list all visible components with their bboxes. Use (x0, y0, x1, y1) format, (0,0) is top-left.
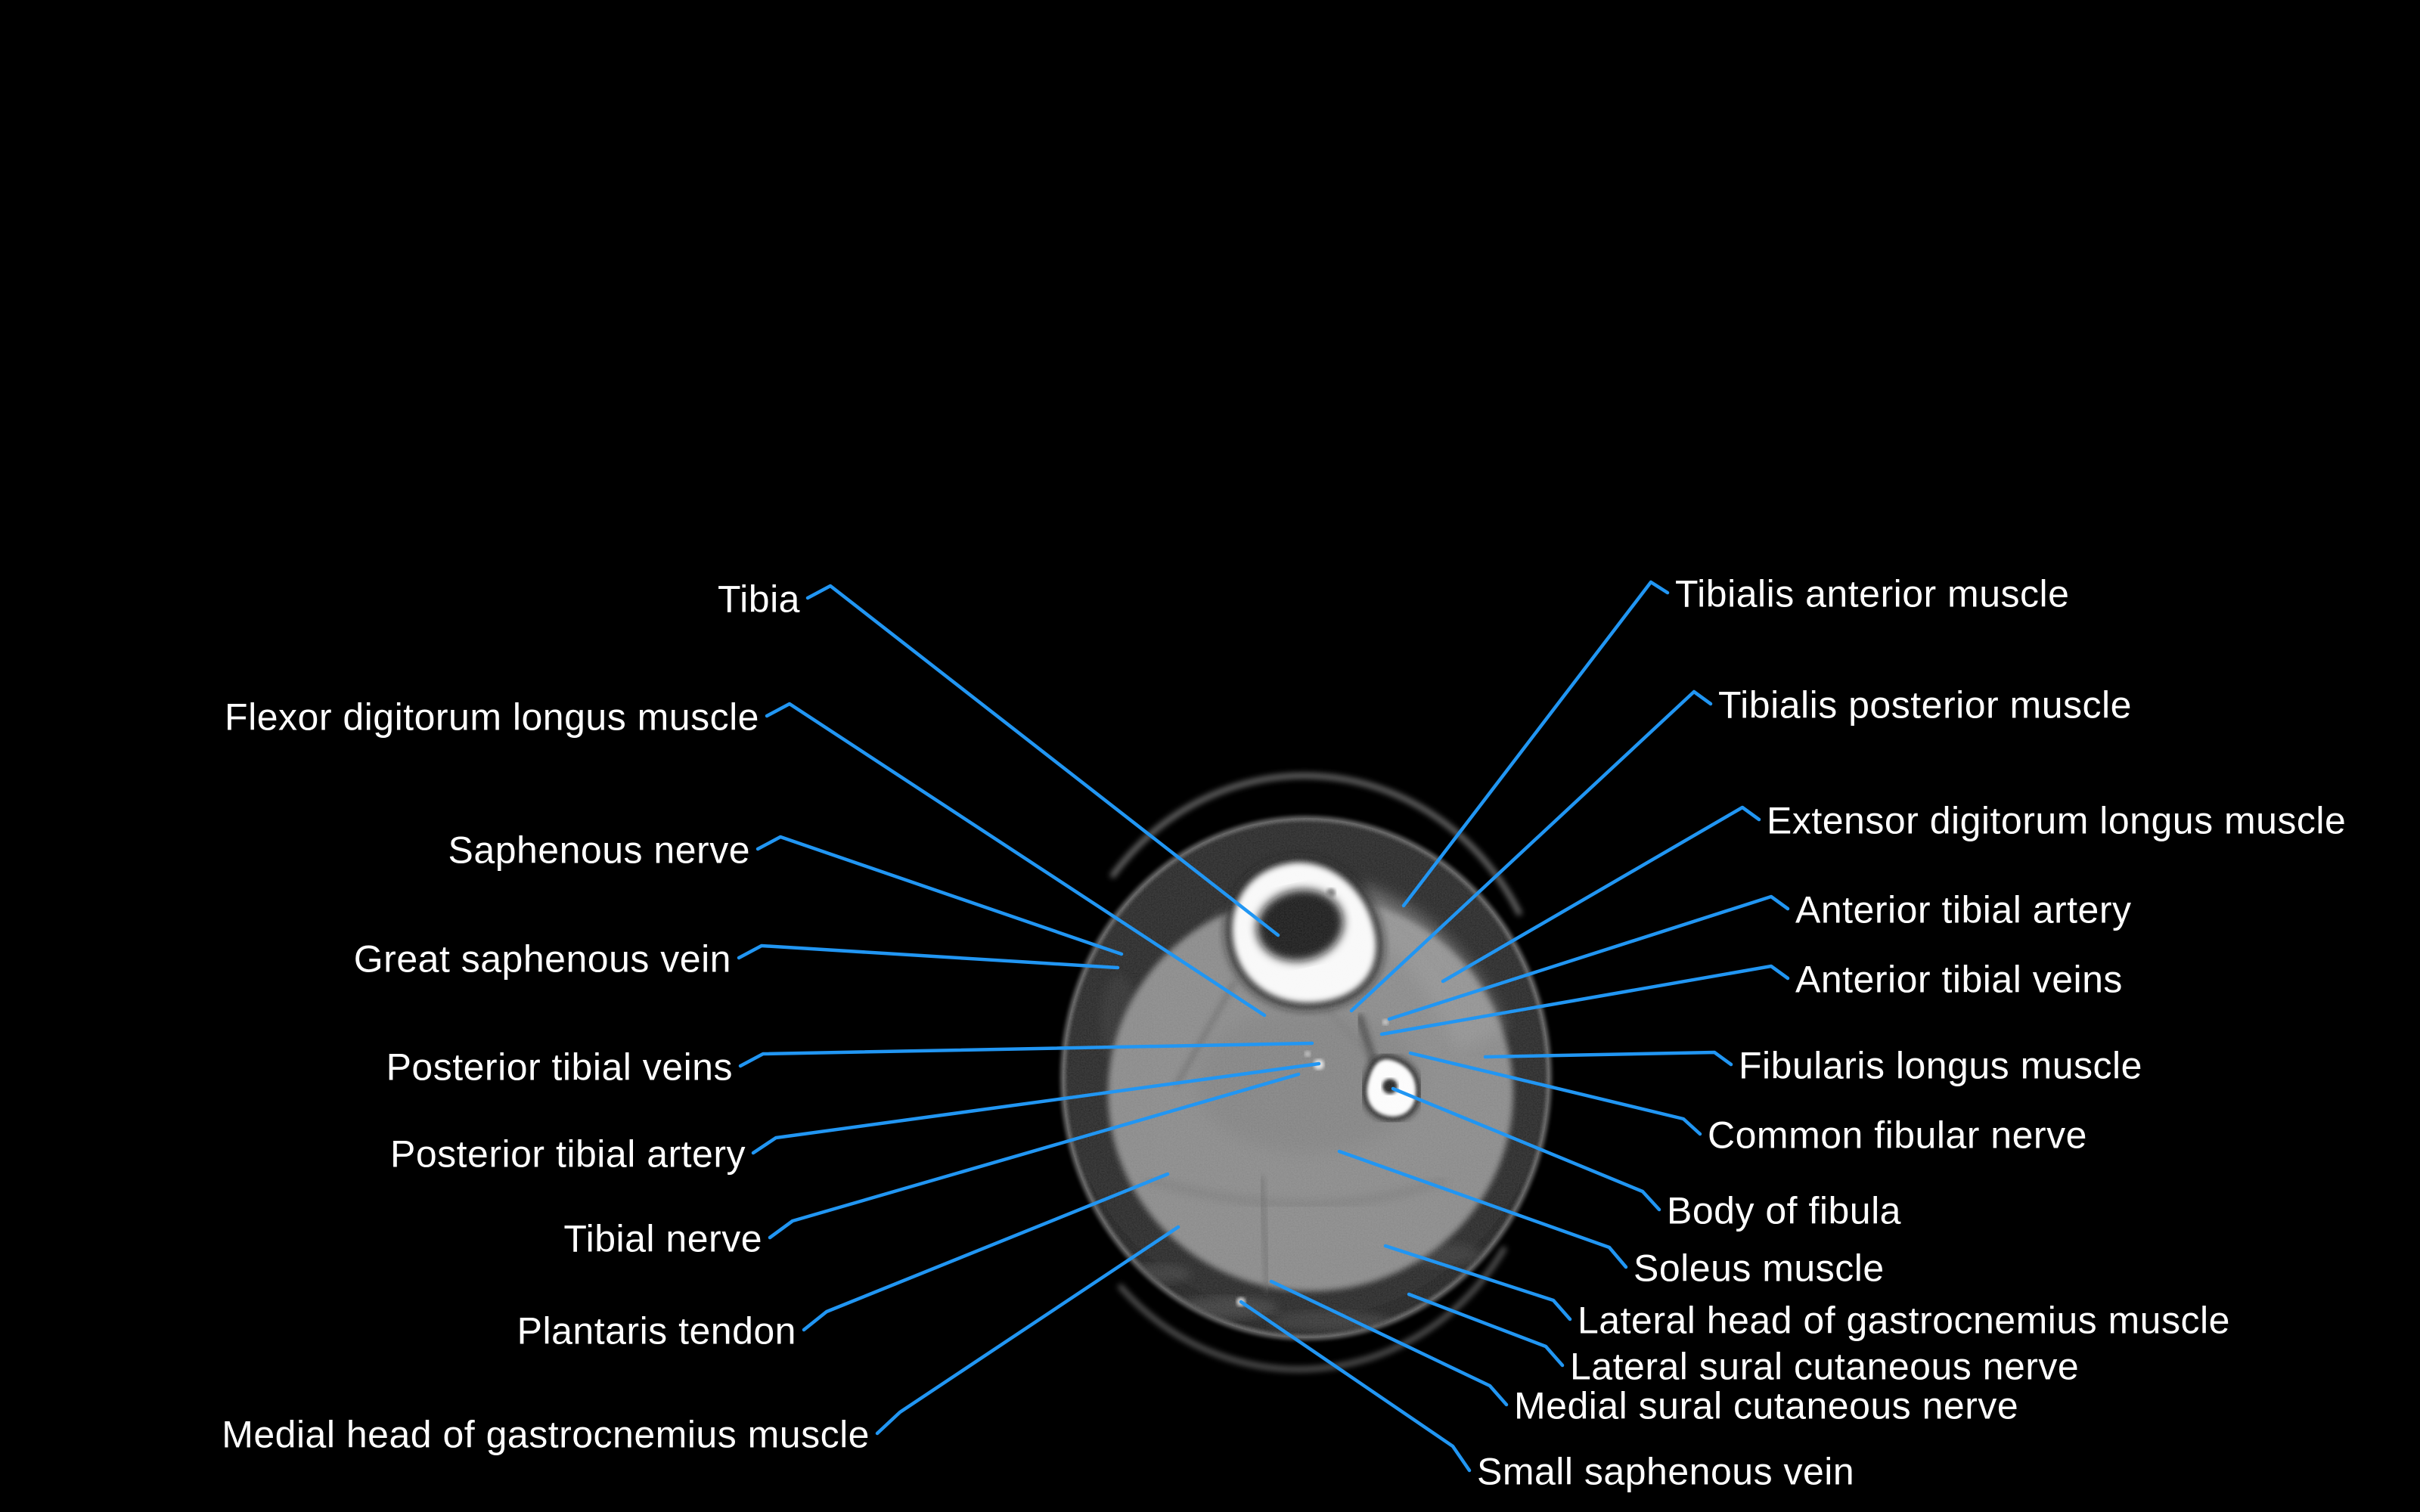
label-lateral-head-of-gastrocnemius-muscle: Lateral head of gastrocnemius muscle (1578, 1299, 2230, 1342)
label-anterior-tibial-artery: Anterior tibial artery (1795, 888, 2132, 931)
leader-line-common-fibular-nerve (1408, 1051, 1702, 1136)
leader-line-anterior-tibial-veins (1379, 964, 1790, 1036)
leader-line-tibialis-posterior-muscle (1349, 689, 1713, 1013)
leader-line-lateral-head-of-gastrocnemius-muscle (1383, 1244, 1572, 1321)
leader-line-fibularis-longus-muscle (1483, 1050, 1733, 1067)
leader-line-posterior-tibial-artery (751, 1061, 1321, 1155)
leader-line-body-of-fibula (1391, 1086, 1661, 1212)
leader-line-great-saphenous-vein (737, 943, 1120, 970)
leader-line-saphenous-nerve (755, 835, 1124, 956)
leader-line-plantaris-tendon (802, 1172, 1170, 1332)
label-small-saphenous-vein: Small saphenous vein (1477, 1450, 1855, 1493)
label-anterior-tibial-veins: Anterior tibial veins (1795, 958, 2123, 1001)
label-saphenous-nerve: Saphenous nerve (448, 829, 750, 872)
label-tibialis-posterior-muscle: Tibialis posterior muscle (1718, 683, 2132, 727)
leader-line-soleus-muscle (1337, 1149, 1628, 1269)
leader-line-flexor-digitorum-longus-muscle (765, 702, 1267, 1018)
label-tibia: Tibia (717, 578, 800, 621)
leader-line-lateral-sural-cutaneous-nerve (1407, 1292, 1565, 1368)
label-body-of-fibula: Body of fibula (1667, 1189, 1901, 1232)
leader-line-small-saphenous-vein (1239, 1300, 1472, 1473)
leader-line-anterior-tibial-artery (1387, 894, 1790, 1021)
label-fibularis-longus-muscle: Fibularis longus muscle (1739, 1044, 2142, 1087)
leader-line-medial-head-of-gastrocnemius-muscle (875, 1225, 1181, 1436)
leader-line-medial-sural-cutaneous-nerve (1269, 1279, 1509, 1407)
label-plantaris-tendon: Plantaris tendon (517, 1309, 796, 1352)
leader-line-posterior-tibial-veins (738, 1041, 1314, 1068)
label-great-saphenous-vein: Great saphenous vein (353, 937, 731, 981)
skin-arc-anterior (1109, 773, 1523, 916)
leader-line-tibial-nerve (768, 1072, 1301, 1240)
label-posterior-tibial-artery: Posterior tibial artery (390, 1132, 746, 1176)
label-medial-sural-cutaneous-nerve: Medial sural cutaneous nerve (1514, 1384, 2019, 1427)
skin-arc-posterior (1117, 1246, 1508, 1372)
label-tibialis-anterior-muscle: Tibialis anterior muscle (1675, 572, 2070, 615)
label-common-fibular-nerve: Common fibular nerve (1708, 1114, 2087, 1157)
label-medial-head-of-gastrocnemius-muscle: Medial head of gastrocnemius muscle (222, 1413, 870, 1456)
label-extensor-digitorum-longus-muscle: Extensor digitorum longus muscle (1767, 799, 2347, 842)
label-lateral-sural-cutaneous-nerve: Lateral sural cutaneous nerve (1570, 1345, 2080, 1388)
label-posterior-tibial-veins: Posterior tibial veins (386, 1046, 733, 1089)
label-soleus-muscle: Soleus muscle (1634, 1247, 1885, 1290)
leader-line-tibia (805, 584, 1280, 937)
label-tibial-nerve: Tibial nerve (563, 1217, 762, 1260)
leader-line-tibialis-anterior-muscle (1401, 580, 1670, 908)
label-flexor-digitorum-longus-muscle: Flexor digitorum longus muscle (225, 696, 759, 739)
leader-line-extensor-digitorum-longus-muscle (1441, 805, 1761, 984)
